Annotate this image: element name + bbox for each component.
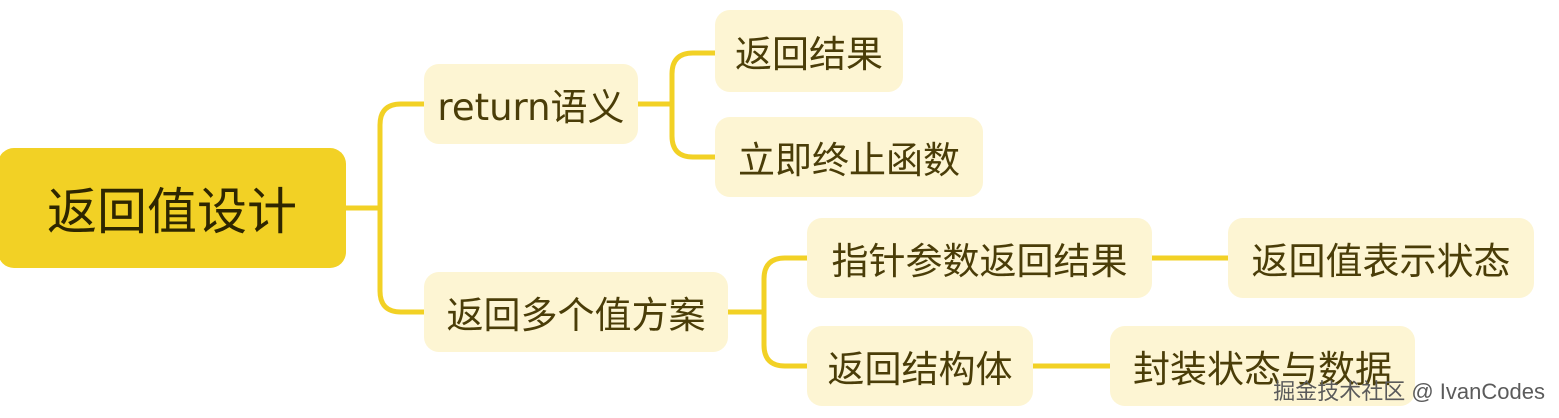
branch-node-return-semantics[interactable]: return语义 bbox=[424, 64, 638, 144]
leaf-node-pointer-params[interactable]: 指针参数返回结果 bbox=[807, 218, 1152, 298]
branch-node-multiple-return-values[interactable]: 返回多个值方案 bbox=[424, 272, 728, 352]
watermark-text: 掘金技术社区 @ IvanCodes bbox=[1273, 379, 1545, 404]
root-node[interactable]: 返回值设计 bbox=[0, 148, 346, 268]
leaf-node-return-result[interactable]: 返回结果 bbox=[715, 10, 903, 92]
branch-node-label: 返回多个值方案 bbox=[446, 294, 706, 337]
connector-multi-to-pointer bbox=[725, 255, 811, 315]
leaf-node-return-struct[interactable]: 返回结构体 bbox=[807, 326, 1033, 406]
leaf-node-label: 返回结果 bbox=[735, 33, 883, 76]
leaf-node-label: 封装状态与数据 bbox=[1133, 348, 1392, 391]
root-node-label: 返回值设计 bbox=[47, 183, 297, 241]
leaf-node-status-return[interactable]: 返回值表示状态 bbox=[1228, 218, 1534, 298]
leaf-node-label: 返回结构体 bbox=[827, 348, 1013, 391]
leaf-node-label: 立即终止函数 bbox=[738, 139, 960, 182]
leaf-node-terminate-function[interactable]: 立即终止函数 bbox=[715, 117, 983, 197]
connector-root-to-return bbox=[342, 101, 429, 211]
leaf-node-label: 指针参数返回结果 bbox=[831, 240, 1128, 283]
connector-return-to-result bbox=[635, 50, 719, 107]
leaf-node-label: 返回值表示状态 bbox=[1251, 240, 1511, 283]
leaf-node-wrap-status-data[interactable]: 封装状态与数据 bbox=[1110, 326, 1415, 406]
connector-return-to-terminate bbox=[669, 101, 719, 160]
connector-multi-to-struct bbox=[761, 309, 811, 369]
branch-node-label: return语义 bbox=[437, 86, 625, 129]
connector-root-to-multi-value bbox=[377, 205, 429, 315]
